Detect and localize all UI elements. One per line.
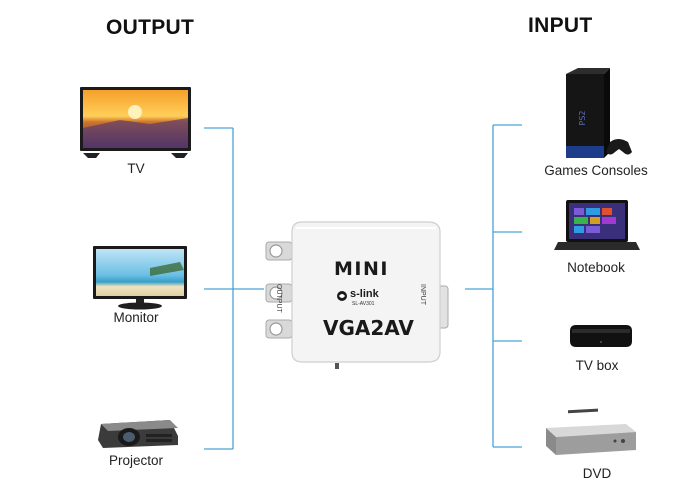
tv-icon bbox=[80, 87, 191, 158]
tv-box-icon bbox=[570, 325, 632, 347]
projector-icon bbox=[98, 420, 178, 448]
monitor-icon bbox=[93, 246, 187, 310]
device-side-input-label: INPUT bbox=[419, 284, 426, 305]
device-model-code: SL-AV301 bbox=[352, 301, 375, 307]
converter-device-illustration bbox=[265, 221, 449, 369]
input-label-tv-box: TV box bbox=[575, 358, 619, 373]
dvd-player-icon bbox=[546, 408, 636, 455]
output-label-projector: Projector bbox=[108, 453, 164, 468]
input-label-games-consoles: Games Consoles bbox=[544, 163, 648, 178]
input-label-dvd: DVD bbox=[582, 466, 612, 481]
device-side-output-label: OUTPUT bbox=[275, 284, 282, 313]
svg-text:PS2: PS2 bbox=[578, 111, 587, 126]
input-heading: INPUT bbox=[528, 14, 593, 37]
device-brand: s-link bbox=[350, 288, 379, 300]
output-label-tv: TV bbox=[127, 161, 145, 176]
game-console-icon: PS2 bbox=[566, 68, 632, 158]
laptop-icon bbox=[554, 200, 640, 250]
device-model-line: MINI bbox=[334, 258, 389, 280]
input-label-notebook: Notebook bbox=[567, 260, 625, 275]
output-heading: OUTPUT bbox=[106, 16, 195, 39]
device-product-name: VGA2AV bbox=[323, 316, 414, 340]
output-label-monitor: Monitor bbox=[113, 310, 159, 325]
